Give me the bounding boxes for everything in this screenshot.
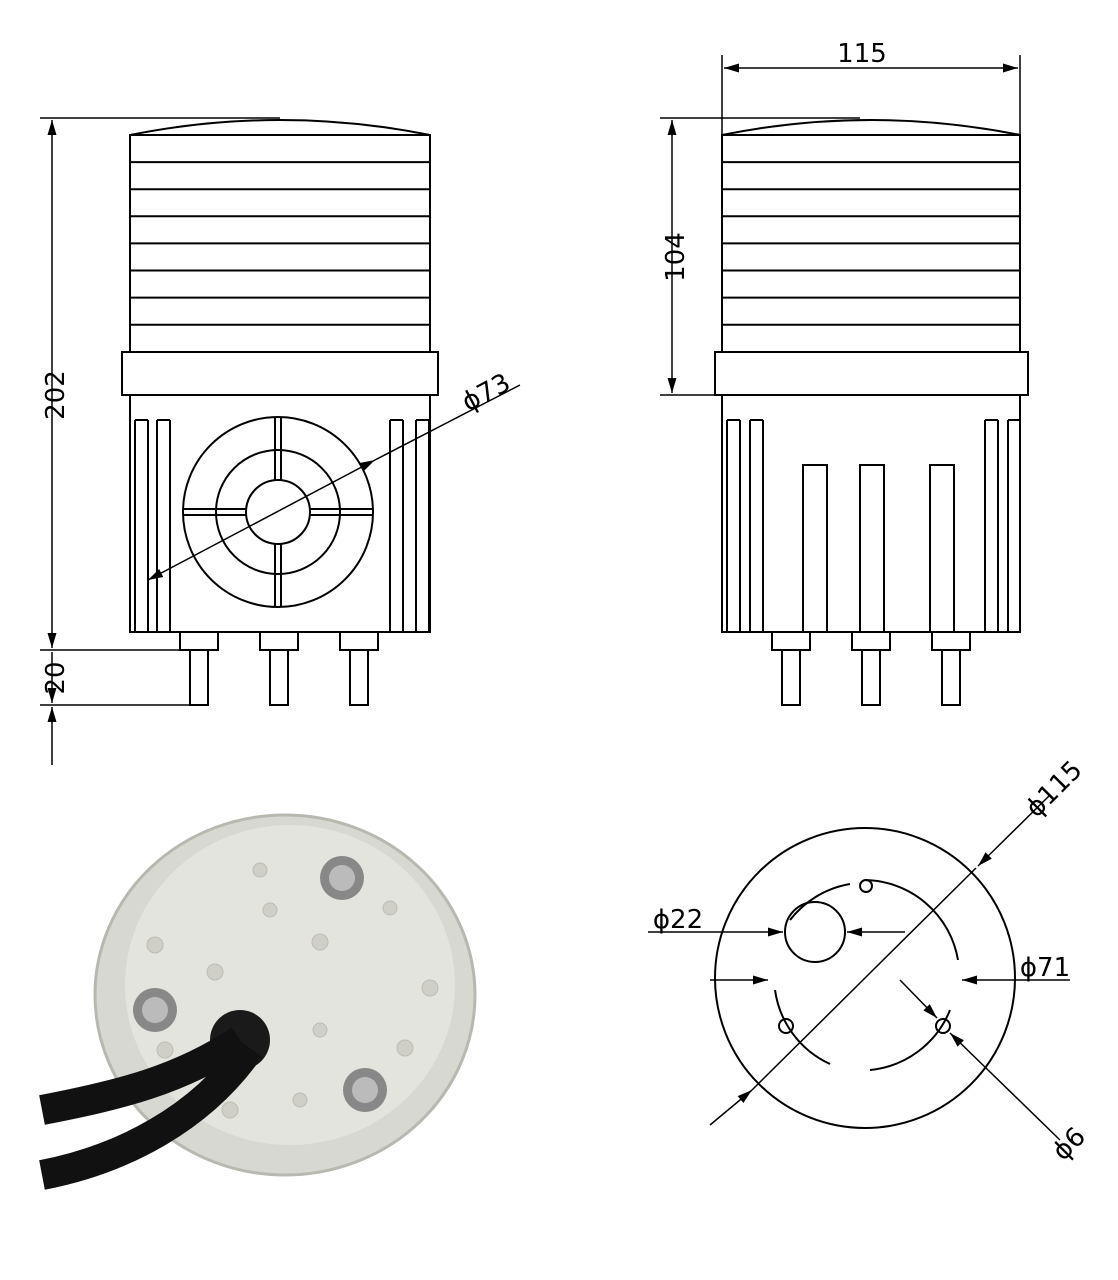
dimension-phi22: ϕ22 (653, 905, 703, 935)
dimension-phi71: ϕ71 (1020, 953, 1070, 983)
base-photo (39, 813, 477, 1190)
dimension-115: 115 (837, 39, 887, 69)
bolt (133, 856, 387, 1112)
terminals (179, 631, 379, 706)
dimension-104: 104 (661, 232, 691, 282)
front-view: 202 20 ϕ73 (40, 117, 521, 765)
dimension-20: 20 (41, 661, 71, 694)
dimension-202: 202 (41, 370, 71, 420)
bottom-view: ϕ115 ϕ22 ϕ71 ϕ6 (648, 755, 1092, 1167)
dimension-phi115: ϕ115 (1020, 755, 1088, 823)
side-view: 115 104 (660, 39, 1029, 706)
dimension-phi73: ϕ73 (457, 368, 515, 418)
dimension-phi6: ϕ6 (1047, 1122, 1092, 1167)
